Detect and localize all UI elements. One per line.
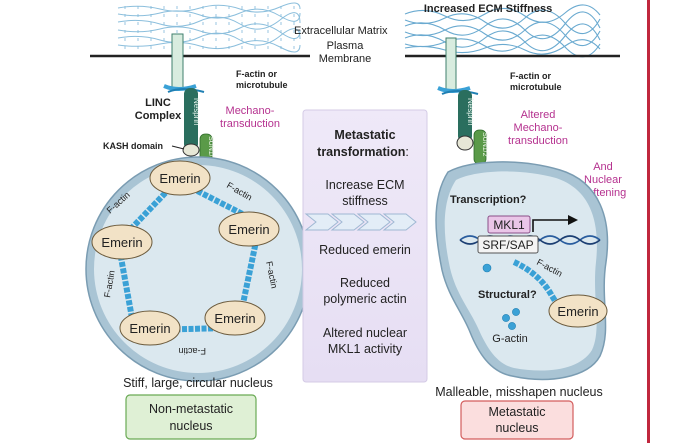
ecm-label: Extracellular Matrix	[294, 25, 388, 37]
srf-box	[477, 235, 539, 254]
factin-label: F-actin	[178, 346, 206, 356]
integrin-right	[445, 37, 457, 91]
ecm-fibers-right	[404, 4, 601, 58]
gactin-monomers	[482, 263, 520, 330]
factin-label: F-actin	[102, 270, 117, 299]
emerin-right-label: Emerin	[557, 304, 598, 319]
panel-item-4-line2: MKL1 activity	[328, 342, 403, 356]
sun-left-label: SUN1/2	[207, 136, 214, 161]
factin-micro-left-2: microtubule	[236, 80, 288, 90]
sun-right-label: SUN1/2	[481, 132, 488, 157]
emerin-label: Emerin	[228, 222, 269, 237]
kash-domain-right	[456, 135, 474, 151]
center-panel	[302, 109, 428, 383]
linc-label-2: Complex	[135, 110, 182, 122]
ecm-fibers-left	[117, 2, 301, 53]
mechano-left-1: Mechano-	[226, 105, 275, 117]
plasma-label-2: Membrane	[319, 53, 372, 65]
factin-micro-left-1: F-actin or	[236, 69, 277, 79]
nesprin-left	[184, 88, 198, 150]
mkl1-box	[487, 215, 531, 234]
transcription-label: Transcription?	[450, 194, 527, 206]
emerin-right	[548, 294, 608, 328]
mechano-right-3: transduction	[508, 135, 568, 147]
right-caption: Malleable, misshapen nucleus	[435, 385, 602, 399]
linc-label-1: LINC	[145, 97, 171, 109]
right-edge-divider	[647, 0, 650, 443]
integrin-left	[171, 33, 184, 89]
panel-item-4-line1: Altered nuclear	[323, 326, 407, 340]
emerin-left-group: Emerin Emerin Emerin Emerin Emerin	[91, 160, 280, 346]
metastatic-label-2: nucleus	[495, 421, 538, 435]
gactin-label: G-actin	[492, 333, 527, 345]
panel-item-1-line2: stiffness	[342, 194, 388, 208]
softening-2: Nuclear	[584, 174, 622, 186]
ecm-stiffness-title: Increased ECM Stiffness	[424, 3, 552, 15]
kash-label: KASH domain	[103, 141, 163, 151]
ecm-ticks-left	[124, 6, 295, 50]
factin-micro-right-1: F-actin or	[510, 71, 551, 81]
transcription-arrow-icon	[532, 219, 568, 232]
nesprin-right-label: Nesprin	[466, 98, 475, 126]
chevron-arrow-icon	[304, 213, 417, 231]
srf-label: SRF/SAP	[482, 238, 533, 252]
mechano-right-1: Altered	[521, 109, 556, 121]
kash-domain-left	[182, 143, 200, 157]
factin-micro-right-2: microtubule	[510, 82, 562, 92]
non-metastatic-label-1: Non-metastatic	[149, 402, 233, 416]
emerin-label: Emerin	[101, 235, 142, 250]
softening-1: And	[593, 161, 613, 173]
panel-item-1-line1: Increase ECM	[325, 178, 404, 192]
panel-title-2: transformation:	[317, 145, 409, 159]
emerin-label: Emerin	[214, 311, 255, 326]
mechano-left-2: transduction	[220, 118, 280, 130]
plasma-label-1: Plasma	[327, 40, 365, 52]
non-metastatic-label-2: nucleus	[169, 419, 212, 433]
panel-item-3-line1: Reduced	[340, 276, 390, 290]
non-metastatic-box	[125, 394, 257, 440]
structural-label: Structural?	[478, 289, 537, 301]
panel-item-2: Reduced emerin	[319, 243, 411, 257]
metastatic-label-1: Metastatic	[489, 405, 546, 419]
panel-title-1: Metastatic	[334, 128, 395, 142]
emerin-label: Emerin	[159, 171, 200, 186]
metastatic-box	[460, 400, 574, 440]
emerin-label: Emerin	[129, 321, 170, 336]
left-caption: Stiff, large, circular nucleus	[123, 376, 273, 390]
mechano-right-2: Mechano-	[514, 122, 563, 134]
nesprin-right	[458, 90, 472, 142]
panel-item-3-line2: polymeric actin	[323, 292, 406, 306]
mkl1-label: MKL1	[493, 218, 525, 232]
nesprin-left-label: Nesprin	[192, 98, 201, 126]
